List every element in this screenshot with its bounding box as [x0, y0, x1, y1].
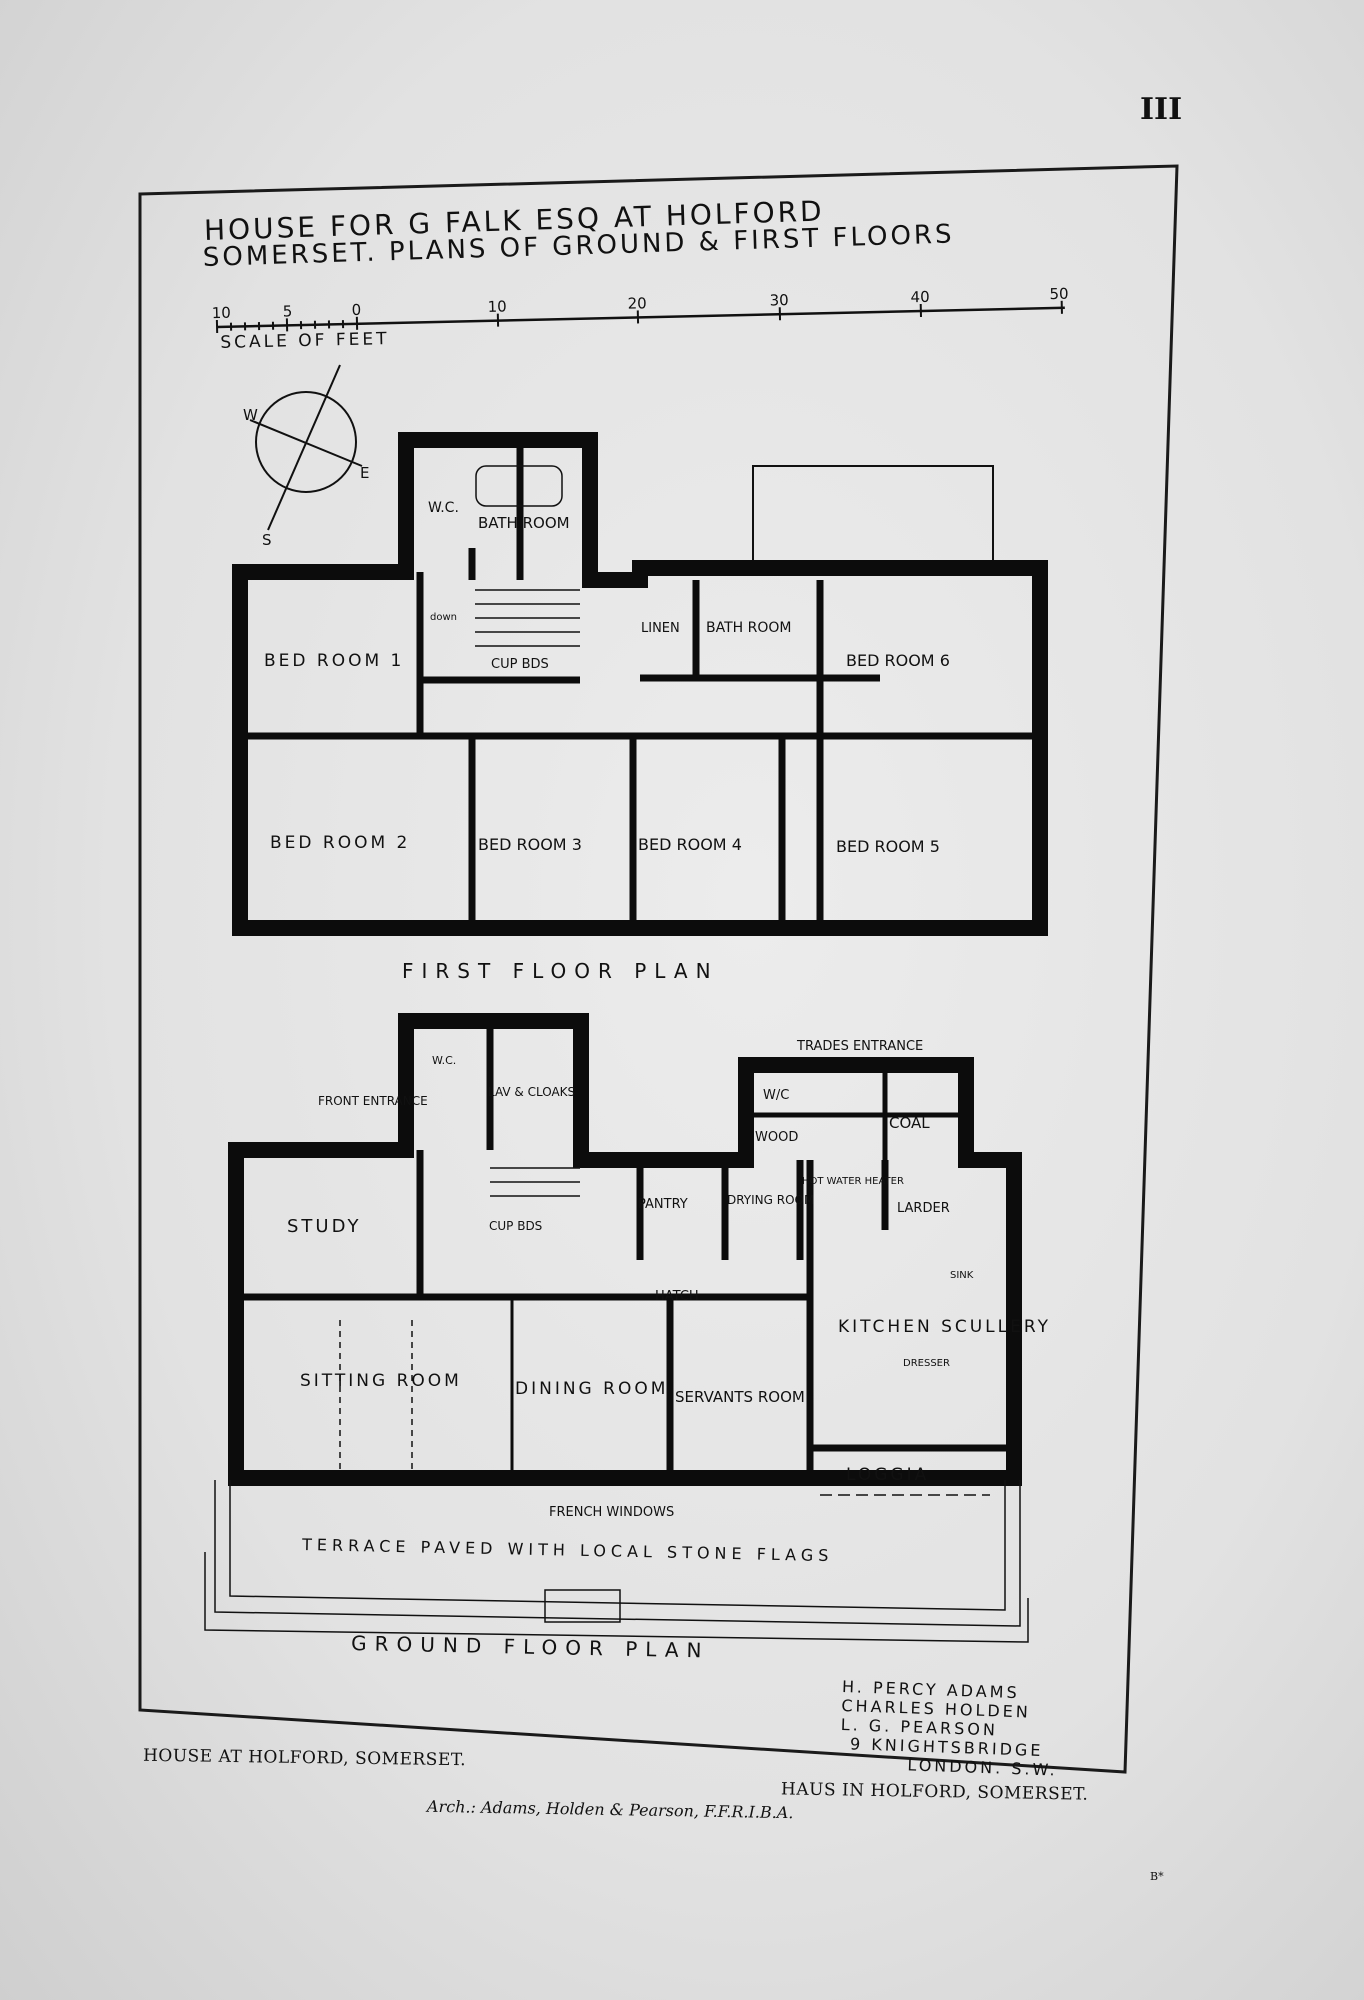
- room-wc: W.C.: [432, 1054, 456, 1067]
- room-bath: BATH ROOM: [706, 620, 791, 636]
- room-coal: COAL: [889, 1114, 930, 1132]
- sink-label: SINK: [950, 1270, 974, 1281]
- cupboards: CUP BDS: [489, 1219, 542, 1233]
- hot-water-heater: HOT WATER HEATER: [802, 1176, 904, 1187]
- compass-e: E: [360, 464, 369, 482]
- room-study: STUDY: [287, 1216, 361, 1237]
- cupboards: CUP BDS: [491, 657, 549, 672]
- room-loggia: LOGGIA: [846, 1465, 929, 1485]
- room-bed-room-3: BED ROOM 3: [478, 835, 582, 854]
- room-pantry: PANTRY: [638, 1197, 688, 1212]
- room-kitchen-scullery: KITCHEN SCULLERY: [838, 1317, 1051, 1337]
- scale-tick: 20: [627, 294, 646, 312]
- french-windows: FRENCH WINDOWS: [549, 1505, 674, 1520]
- first-floor-title: FIRST FLOOR PLAN: [402, 959, 719, 983]
- room-bed-room-5: BED ROOM 5: [836, 837, 940, 856]
- room-bed-room-6: BED ROOM 6: [846, 651, 950, 670]
- room-wood: WOOD: [755, 1130, 798, 1145]
- compass-w: W: [243, 406, 258, 424]
- architects-block: H. PERCY ADAMS CHARLES HOLDEN L. G. PEAR…: [840, 1677, 1058, 1780]
- room-dining-room: DINING ROOM: [515, 1379, 668, 1399]
- drawing-frame: [138, 164, 1179, 1774]
- hatch-label: HATCH: [655, 1289, 699, 1304]
- first-floor-plan: BED ROOM 1 BED ROOM 2 BED ROOM 3 BED ROO…: [232, 432, 1048, 983]
- ground-floor-plan: STUDY SITTING ROOM DINING ROOM SERVANTS …: [204, 1013, 1051, 1663]
- room-sitting-room: SITTING ROOM: [300, 1371, 462, 1391]
- scale-tick: 10: [487, 297, 506, 315]
- signature-mark: B*: [1150, 1870, 1164, 1883]
- compass-icon: W E S: [243, 364, 369, 549]
- room-drying-room: DRYING ROOM: [727, 1193, 814, 1207]
- room-bed-room-2: BED ROOM 2: [270, 833, 410, 853]
- room-bed-room-4: BED ROOM 4: [638, 835, 742, 854]
- scale-bar: 10 5 0 10 20 30 40 50 SCALE OF FEET: [212, 285, 1069, 353]
- architect-line: LONDON. S.W.: [907, 1755, 1058, 1779]
- room-servants-room: SERVANTS ROOM: [675, 1388, 805, 1406]
- scale-label: SCALE OF FEET: [220, 329, 390, 353]
- room-linen: LINEN: [641, 621, 680, 636]
- scale-tick: 50: [1049, 285, 1068, 303]
- terrace-label: TERRACE PAVED WITH LOCAL STONE FLAGS: [301, 1535, 834, 1565]
- compass-s: S: [262, 531, 272, 549]
- scale-tick: 30: [769, 291, 788, 309]
- scale-tick: 40: [910, 288, 929, 306]
- front-entrance: FRONT ENTRANCE: [318, 1094, 428, 1108]
- stair-down: down: [430, 612, 457, 623]
- room-bath-upper: BATH ROOM: [478, 514, 570, 532]
- room-bed-room-1: BED ROOM 1: [264, 651, 404, 671]
- trades-entrance: TRADES ENTRANCE: [796, 1039, 923, 1054]
- scale-tick: 10: [212, 304, 231, 322]
- scale-tick: 5: [283, 302, 293, 320]
- room-larder: LARDER: [897, 1201, 950, 1216]
- room-wc: W.C.: [428, 500, 459, 516]
- plate-number: III: [1140, 92, 1183, 127]
- ground-floor-title: GROUND FLOOR PLAN: [351, 1631, 710, 1663]
- scale-tick: 0: [351, 301, 361, 319]
- room-wc-2: W/C: [763, 1088, 789, 1103]
- room-lav-cloaks: LAV & CLOAKS: [488, 1085, 575, 1099]
- dresser-label: DRESSER: [903, 1358, 950, 1369]
